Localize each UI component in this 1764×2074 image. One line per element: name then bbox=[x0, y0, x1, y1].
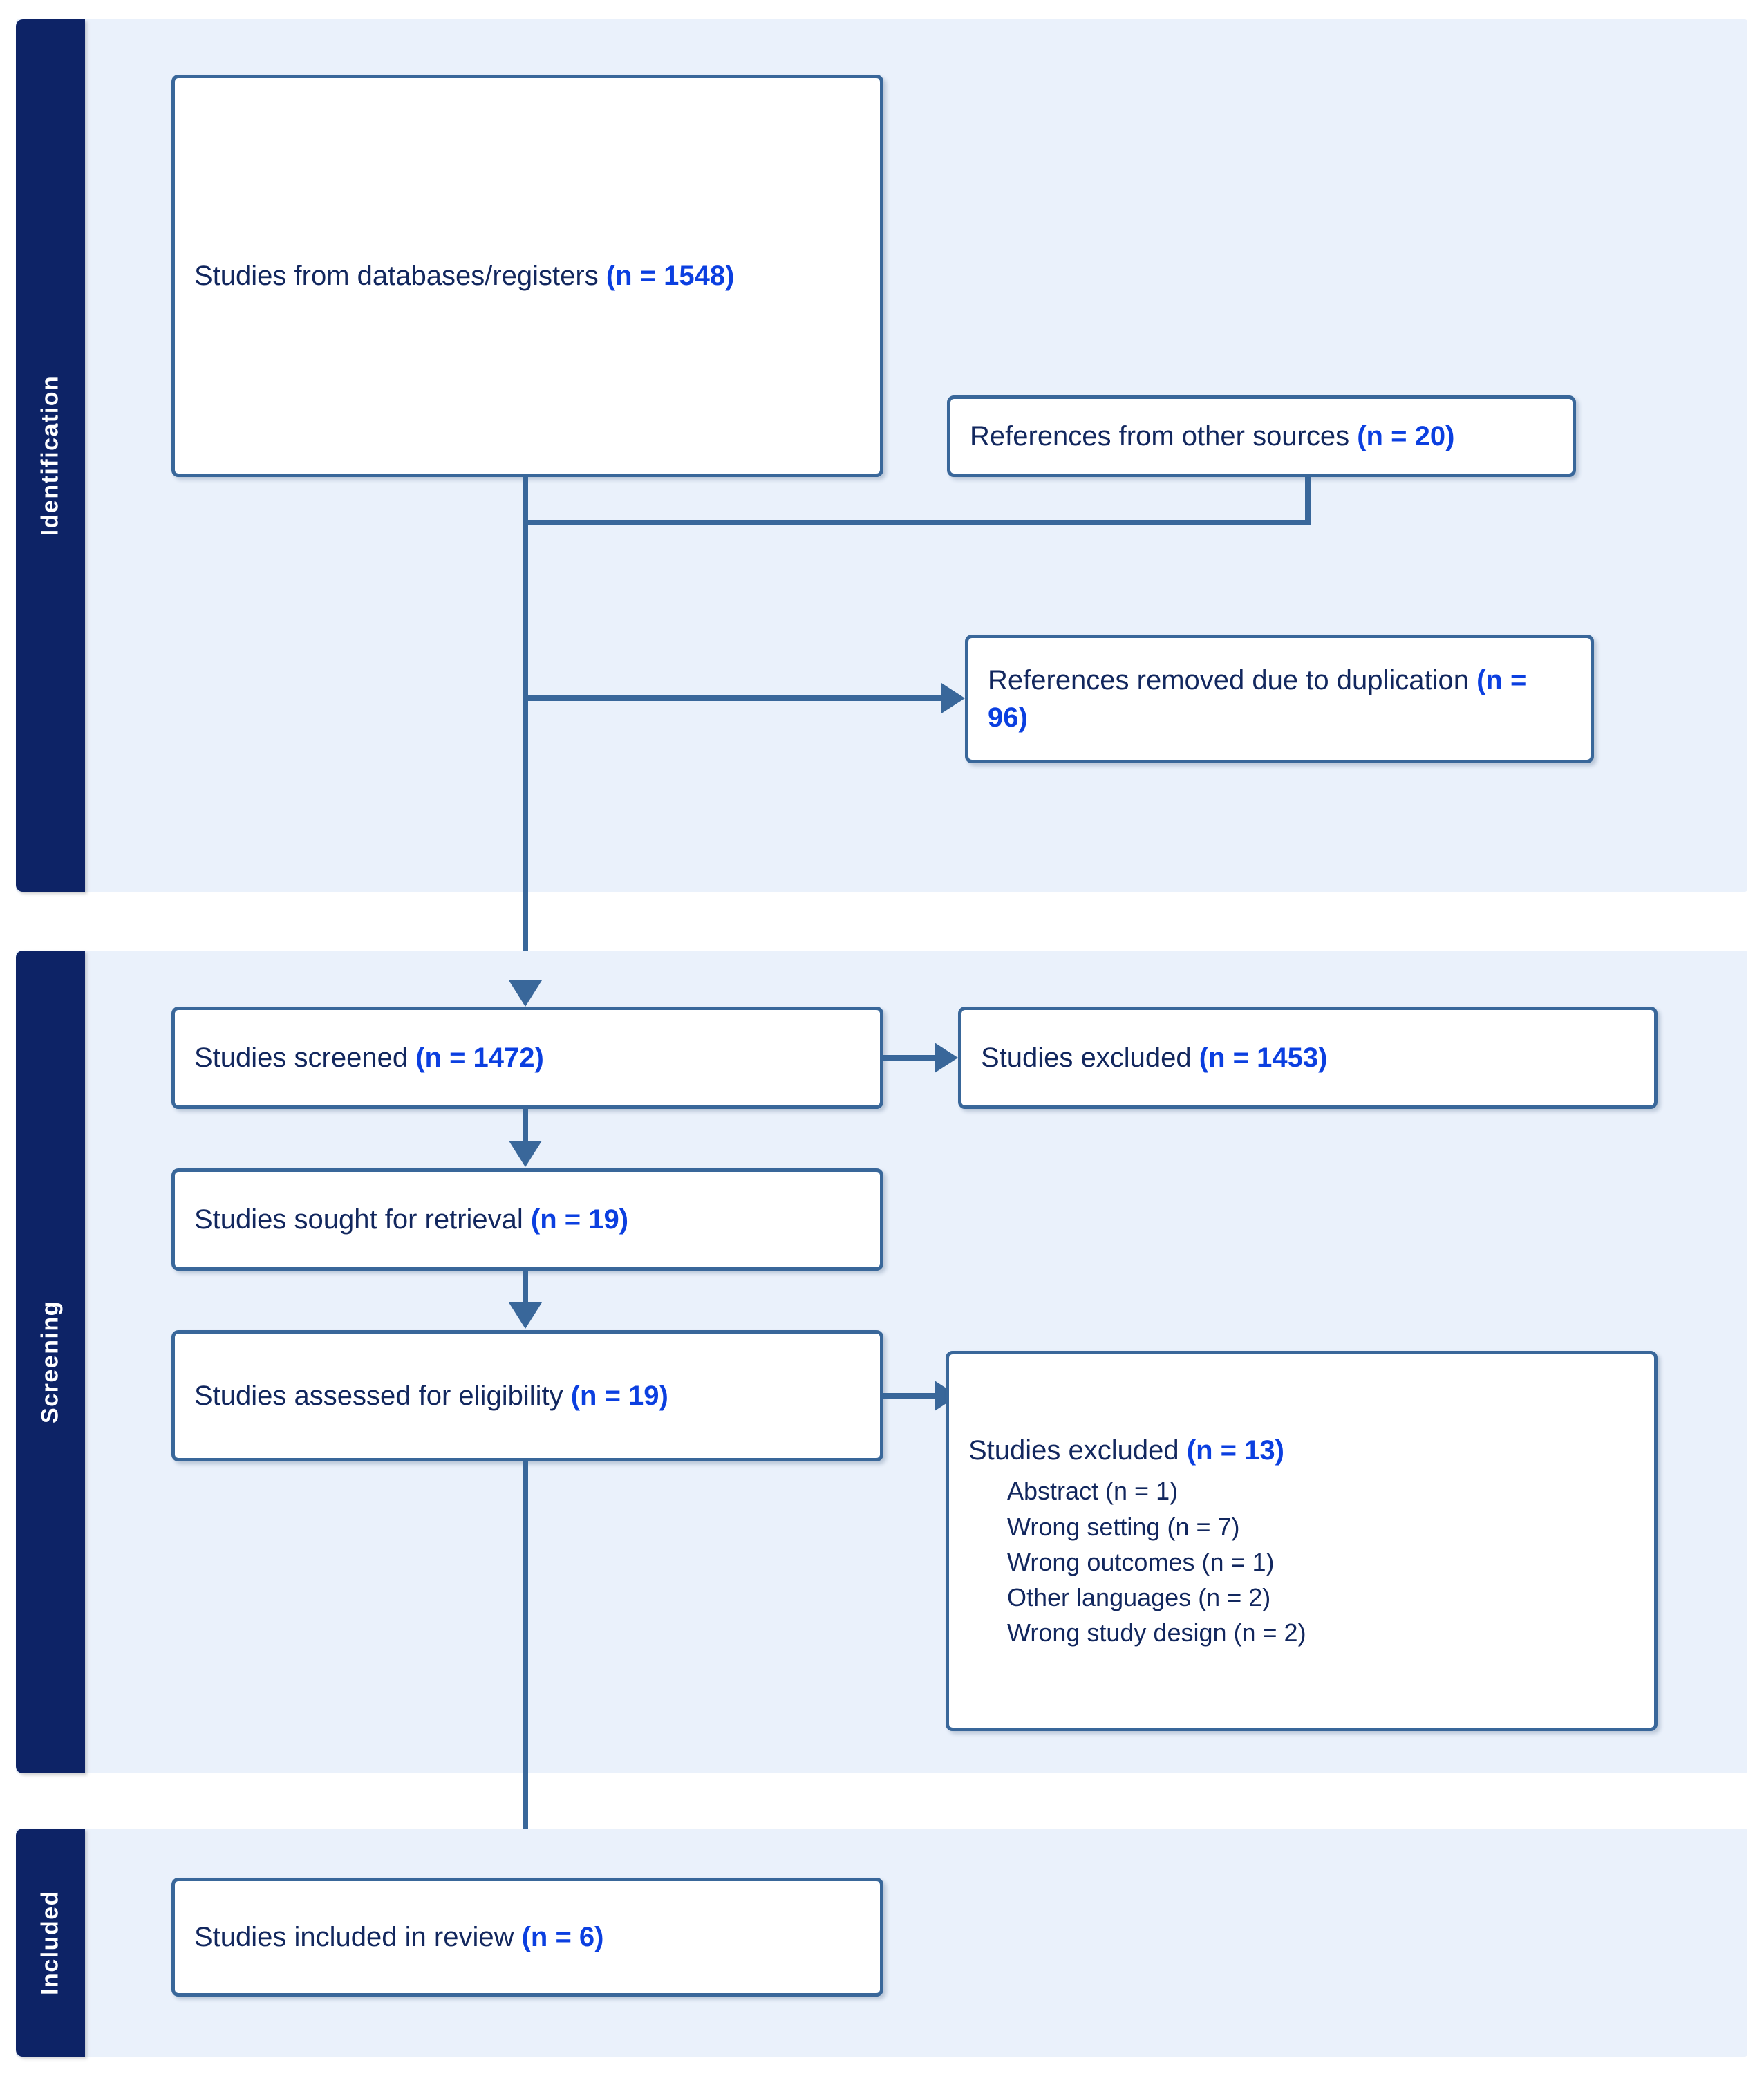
connector-screened-to-sought bbox=[523, 1109, 528, 1145]
exclusion-reason-item: Abstract (n = 1) bbox=[1007, 1477, 1179, 1506]
box-studies-included-review-text: Studies included in review (n = 6) bbox=[175, 1918, 880, 1956]
exclusion-reasons-list: Abstract (n = 1) Wrong setting (n = 7) W… bbox=[968, 1473, 1635, 1650]
stage-label-screening: Screening bbox=[37, 1300, 64, 1423]
stage-label-identification: Identification bbox=[37, 375, 64, 536]
exclusion-reason-item: Wrong study design (n = 2) bbox=[1007, 1618, 1306, 1647]
box-duplicates-removed-text: References removed due to duplication (n… bbox=[968, 662, 1591, 737]
box-references-other-sources[interactable]: References from other sources (n = 20) bbox=[947, 395, 1576, 477]
box-studies-sought-retrieval-count: (n = 19) bbox=[530, 1204, 629, 1235]
box-studies-assessed-eligibility[interactable]: Studies assessed for eligibility (n = 19… bbox=[171, 1330, 883, 1461]
box-studies-from-databases-text: Studies from databases/registers (n = 15… bbox=[175, 257, 880, 295]
box-studies-included-review-label: Studies included in review bbox=[194, 1921, 522, 1952]
box-studies-from-databases-label: Studies from databases/registers bbox=[194, 260, 606, 291]
arrow-to-studies-excluded-screening bbox=[935, 1043, 958, 1073]
box-studies-from-databases-count: (n = 1548) bbox=[606, 260, 735, 291]
box-studies-screened[interactable]: Studies screened (n = 1472) bbox=[171, 1007, 883, 1109]
stage-tab-screening: Screening bbox=[16, 951, 85, 1773]
exclusion-reason-item: Other languages (n = 2) bbox=[1007, 1582, 1271, 1611]
box-duplicates-removed[interactable]: References removed due to duplication (n… bbox=[965, 635, 1594, 763]
exclusion-reason-item: Wrong outcomes (n = 1) bbox=[1007, 1547, 1275, 1576]
box-studies-sought-retrieval[interactable]: Studies sought for retrieval (n = 19) bbox=[171, 1168, 883, 1271]
box-studies-excluded-eligibility-count: (n = 13) bbox=[1186, 1435, 1284, 1466]
stage-tab-identification: Identification bbox=[16, 19, 85, 892]
box-references-other-sources-count: (n = 20) bbox=[1357, 420, 1455, 451]
connector-databases-vertical bbox=[523, 477, 528, 980]
box-studies-assessed-eligibility-count: (n = 19) bbox=[570, 1380, 668, 1411]
connector-sought-to-assessed bbox=[523, 1271, 528, 1307]
box-studies-included-review-count: (n = 6) bbox=[521, 1921, 604, 1952]
arrow-to-studies-sought bbox=[509, 1141, 542, 1167]
box-studies-screened-text: Studies screened (n = 1472) bbox=[175, 1039, 880, 1076]
connector-assessed-to-included bbox=[523, 1461, 528, 1876]
connector-merge-horizontal bbox=[523, 520, 1311, 525]
box-duplicates-removed-count: (n = 96) bbox=[988, 664, 1527, 733]
stage-label-included: Included bbox=[37, 1890, 64, 1995]
box-studies-included-review[interactable]: Studies included in review (n = 6) bbox=[171, 1878, 883, 1997]
arrow-to-duplicates-removed bbox=[941, 683, 965, 713]
box-studies-sought-retrieval-text: Studies sought for retrieval (n = 19) bbox=[175, 1201, 880, 1238]
box-studies-screened-count: (n = 1472) bbox=[415, 1042, 544, 1073]
box-studies-excluded-eligibility[interactable]: Studies excluded (n = 13) Abstract (n = … bbox=[946, 1351, 1658, 1731]
connector-duplicates-horizontal bbox=[523, 695, 944, 701]
box-studies-excluded-screening-text: Studies excluded (n = 1453) bbox=[961, 1039, 1654, 1076]
box-studies-excluded-screening-count: (n = 1453) bbox=[1199, 1042, 1328, 1073]
box-references-other-sources-label: References from other sources bbox=[970, 420, 1358, 451]
arrow-to-studies-screened bbox=[509, 980, 542, 1007]
box-studies-sought-retrieval-label: Studies sought for retrieval bbox=[194, 1204, 531, 1235]
box-studies-excluded-eligibility-head: Studies excluded (n = 13) bbox=[968, 1432, 1635, 1469]
box-studies-assessed-eligibility-text: Studies assessed for eligibility (n = 19… bbox=[175, 1377, 880, 1414]
box-studies-excluded-screening-label: Studies excluded bbox=[981, 1042, 1199, 1073]
box-studies-assessed-eligibility-label: Studies assessed for eligibility bbox=[194, 1380, 571, 1411]
stage-tab-included: Included bbox=[16, 1829, 85, 2057]
box-studies-excluded-eligibility-text: Studies excluded (n = 13) Abstract (n = … bbox=[949, 1432, 1654, 1650]
connector-other-sources-vertical bbox=[1305, 477, 1311, 525]
box-references-other-sources-text: References from other sources (n = 20) bbox=[950, 418, 1573, 455]
connector-excluded-eligibility-horizontal bbox=[883, 1393, 937, 1399]
box-duplicates-removed-label: References removed due to duplication bbox=[988, 664, 1477, 695]
connector-excluded-screening-horizontal bbox=[883, 1055, 937, 1061]
box-studies-from-databases[interactable]: Studies from databases/registers (n = 15… bbox=[171, 75, 883, 477]
arrow-to-studies-assessed bbox=[509, 1302, 542, 1329]
box-studies-excluded-screening[interactable]: Studies excluded (n = 1453) bbox=[958, 1007, 1658, 1109]
box-studies-excluded-eligibility-label: Studies excluded bbox=[968, 1435, 1187, 1466]
box-studies-screened-label: Studies screened bbox=[194, 1042, 416, 1073]
exclusion-reason-item: Wrong setting (n = 7) bbox=[1007, 1512, 1240, 1541]
